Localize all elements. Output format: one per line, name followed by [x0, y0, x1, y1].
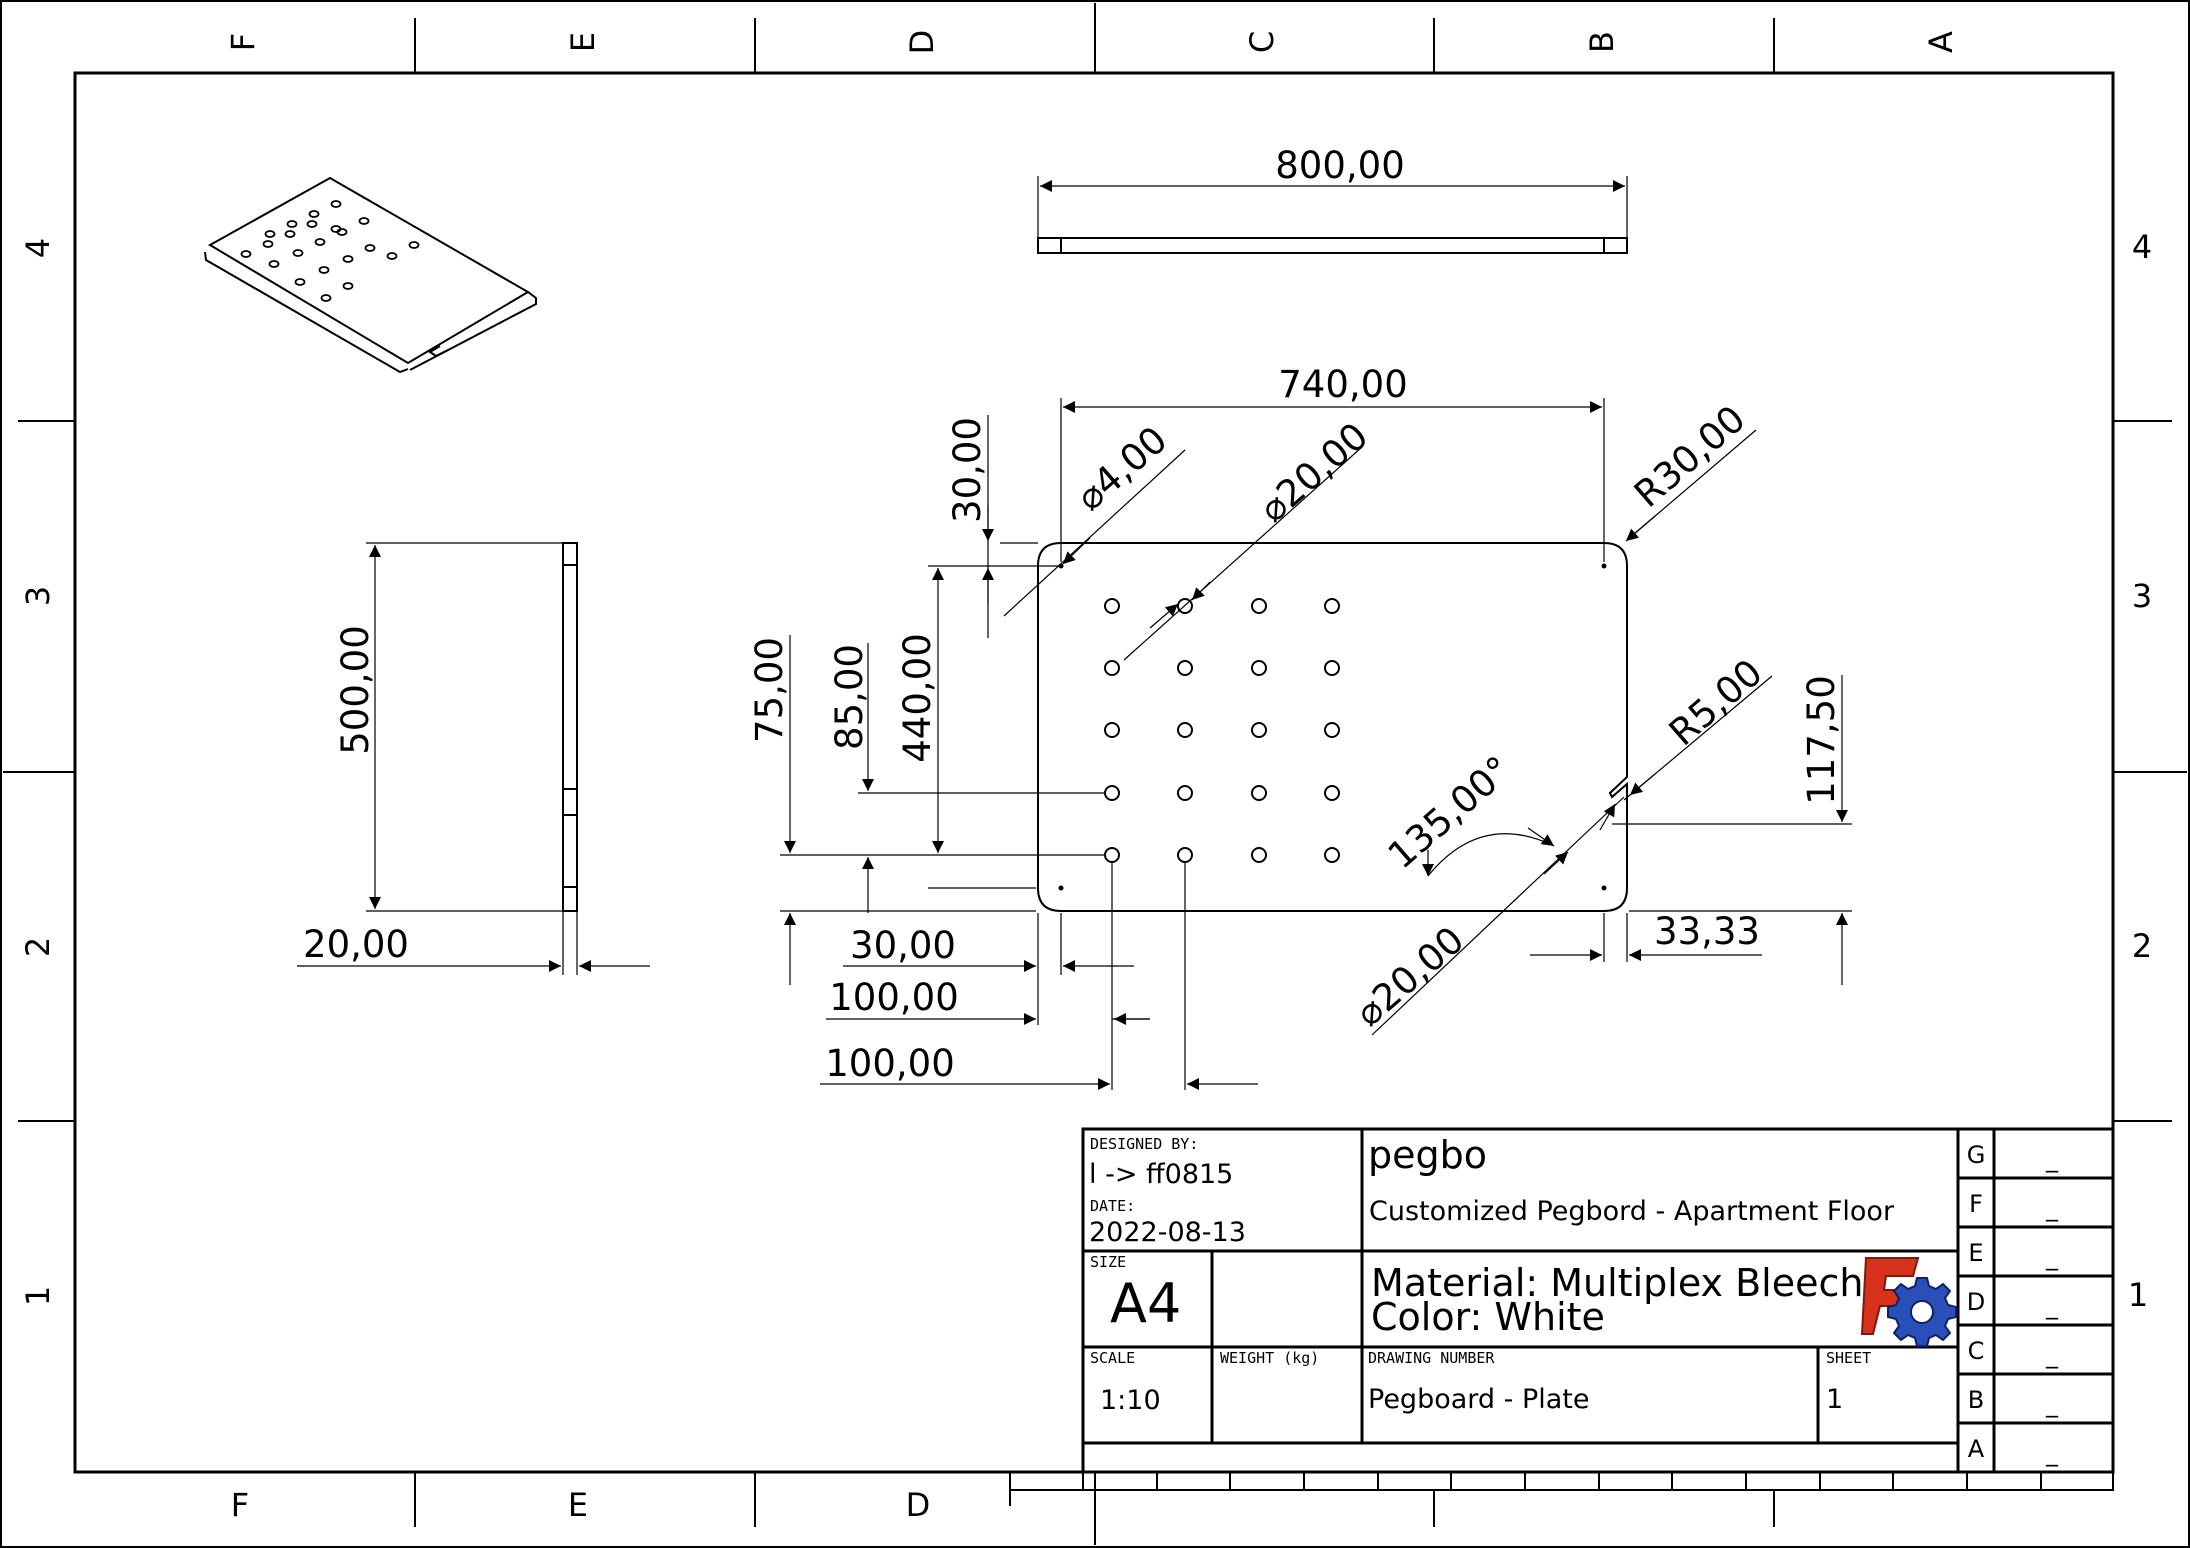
- dim-slot-offset: 33,33: [1654, 910, 1760, 953]
- size-label: SIZE: [1090, 1253, 1126, 1271]
- rev-value-f: _: [2045, 1194, 2059, 1222]
- zone-right-3: 3: [2132, 577, 2152, 615]
- zone-right-1: 1: [2128, 1276, 2148, 1314]
- zone-right-2: 2: [2132, 927, 2152, 965]
- rev-value-b: _: [2045, 1390, 2059, 1418]
- scale-label: SCALE: [1090, 1349, 1135, 1367]
- sheet-value: 1: [1826, 1384, 1843, 1415]
- zone-top-a: A: [1922, 31, 1960, 53]
- zone-left-1: 1: [19, 1286, 57, 1306]
- drawing-number-label: DRAWING NUMBER: [1368, 1349, 1495, 1367]
- color-value: Color: White: [1371, 1295, 1605, 1339]
- rev-value-g: _: [2045, 1145, 2059, 1173]
- dim-hole-span: 440,00: [896, 633, 939, 762]
- dim-corner-offset: 30,00: [946, 417, 989, 523]
- zone-bottom-d: D: [906, 1486, 931, 1524]
- sheet-label: SHEET: [1826, 1349, 1871, 1367]
- dim-side-height: 500,00: [334, 625, 377, 754]
- rev-letter-d: D: [1967, 1288, 1985, 1316]
- rev-letter-c: C: [1968, 1337, 1985, 1365]
- rev-value-d: _: [2045, 1292, 2059, 1320]
- rev-letter-f: F: [1969, 1190, 1983, 1218]
- top-view: [1037, 176, 1628, 254]
- dim-plate-width: 740,00: [1278, 363, 1407, 406]
- iso-hole-pattern: [240, 200, 420, 302]
- zone-top-f: F: [224, 33, 262, 51]
- front-view-dimension-labels: 740,00 30,00 440,00 85,00 75,00 30,00 10…: [748, 363, 1843, 1085]
- designed-by-label: DESIGNED BY:: [1090, 1135, 1198, 1153]
- dim-row-offset-85: 85,00: [828, 644, 871, 750]
- scale-value: 1:10: [1100, 1385, 1161, 1416]
- size-value: A4: [1110, 1272, 1181, 1335]
- dim-row-offset-75: 75,00: [748, 637, 791, 743]
- dim-side-width: 800,00: [1275, 144, 1404, 187]
- dim-slot-angle: 135,00°: [1380, 748, 1520, 878]
- zone-labels: F E D C B A F E D 4 3 2 1 4 3 2 1: [19, 30, 2152, 1524]
- dim-corner-radius: R30,00: [1626, 397, 1754, 516]
- zone-top-c: C: [1243, 31, 1281, 53]
- dim-slot-radius: R5,00: [1661, 651, 1771, 754]
- zone-left-4: 4: [19, 238, 57, 258]
- zone-left-3: 3: [19, 586, 57, 606]
- dim-slot-hole: ⌀20,00: [1347, 918, 1472, 1035]
- zone-bottom-f: F: [231, 1486, 249, 1524]
- dim-small-hole: ⌀4,00: [1068, 418, 1175, 519]
- revision-table: G _ F _ E _ D _ C _ B _ A _: [1967, 1141, 2059, 1467]
- material-value: Material: Multiplex Bleech: [1371, 1261, 1863, 1305]
- rev-letter-g: G: [1967, 1141, 1986, 1169]
- front-view-dimensions: [780, 398, 1852, 1090]
- side-view: [297, 542, 650, 975]
- rev-letter-b: B: [1968, 1386, 1984, 1414]
- dim-slot-height: 117,50: [1800, 675, 1843, 804]
- rev-value-c: _: [2045, 1341, 2059, 1369]
- subtitle-value: Customized Pegbord - Apartment Floor: [1369, 1196, 1895, 1227]
- freecad-logo-icon: [1860, 1257, 1957, 1347]
- title-value: pegbo: [1368, 1133, 1487, 1177]
- dim-peg-hole: ⌀20,00: [1251, 414, 1376, 531]
- zone-top-e: E: [564, 32, 602, 52]
- front-view: [1037, 542, 1628, 912]
- dim-spacing-100-b: 100,00: [825, 1042, 954, 1085]
- rev-value-e: _: [2045, 1243, 2059, 1271]
- date-value: 2022-08-13: [1089, 1217, 1246, 1248]
- drawing-number-value: Pegboard - Plate: [1368, 1384, 1589, 1415]
- title-block-text: DESIGNED BY: l -> ff0815 DATE: 2022-08-1…: [1089, 1133, 1895, 1416]
- rev-value-a: _: [2045, 1439, 2059, 1467]
- zone-top-d: D: [903, 30, 941, 55]
- zone-left-2: 2: [19, 937, 57, 957]
- dim-bottom-30: 30,00: [850, 924, 956, 967]
- isometric-view: [204, 176, 537, 374]
- designed-by-value: l -> ff0815: [1089, 1159, 1233, 1190]
- weight-label: WEIGHT (kg): [1220, 1349, 1319, 1367]
- dim-side-thickness: 20,00: [303, 923, 409, 966]
- date-label: DATE:: [1090, 1197, 1135, 1215]
- bottom-ruler-strip: [1009, 1471, 2114, 1506]
- zone-right-4: 4: [2132, 228, 2152, 266]
- zone-top-b: B: [1583, 31, 1621, 53]
- zone-bottom-e: E: [568, 1486, 588, 1524]
- dim-spacing-100-a: 100,00: [829, 976, 958, 1019]
- title-block: [1081, 1127, 2115, 1474]
- rev-letter-e: E: [1968, 1239, 1983, 1267]
- hole-grid: [1104, 598, 1340, 863]
- rev-letter-a: A: [1968, 1435, 1985, 1463]
